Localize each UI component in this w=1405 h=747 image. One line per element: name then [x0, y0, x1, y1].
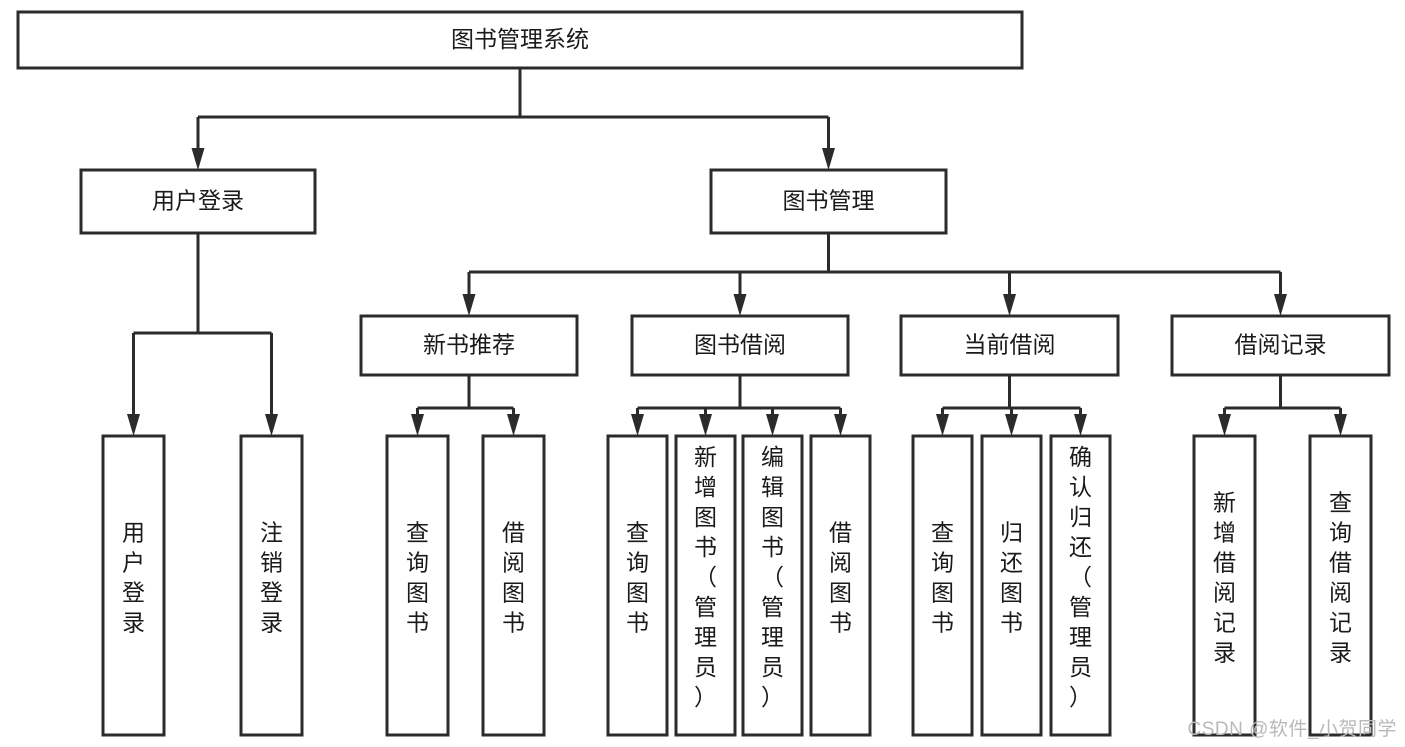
node-leaf-confirm-return[interactable]: 确认归还（管理员） — [1049, 434, 1112, 737]
node-box — [1192, 434, 1257, 737]
node-label: 注销登录 — [260, 520, 283, 636]
node-root[interactable]: 图书管理系统 — [16, 10, 1024, 70]
node-label: 查询图书 — [931, 520, 954, 636]
node-label: 确认归还（管理员） — [1069, 444, 1092, 710]
node-box — [630, 314, 850, 377]
connector-group — [127, 233, 278, 436]
node-leaf-borrow-book-nb[interactable]: 借阅图书 — [481, 434, 546, 737]
node-box — [101, 434, 166, 737]
node-box — [1170, 314, 1391, 377]
nodes-layer: 图书管理系统用户登录图书管理新书推荐图书借阅当前借阅借阅记录用户登录注销登录查询… — [16, 10, 1391, 737]
node-box — [1049, 434, 1112, 737]
arrow-head-icon — [699, 414, 712, 436]
node-box — [911, 434, 974, 737]
arrow-head-icon — [834, 414, 847, 436]
node-box — [481, 434, 546, 737]
arrow-head-icon — [1334, 414, 1347, 436]
node-box — [16, 10, 1024, 70]
node-label: 图书管理系统 — [451, 26, 589, 52]
node-box — [239, 434, 304, 737]
node-box — [809, 434, 872, 737]
node-box — [385, 434, 450, 737]
node-leaf-return-book[interactable]: 归还图书 — [980, 434, 1043, 737]
node-user-login[interactable]: 用户登录 — [79, 168, 317, 235]
node-box — [980, 434, 1043, 737]
arrow-head-icon — [1274, 294, 1287, 316]
arrow-head-icon — [631, 414, 644, 436]
node-label: 查询图书 — [626, 520, 649, 636]
arrow-head-icon — [265, 414, 278, 436]
node-label: 新增借阅记录 — [1213, 490, 1236, 666]
connector-group — [191, 68, 835, 170]
node-new-book-recommend[interactable]: 新书推荐 — [359, 314, 579, 377]
node-label: 新增图书（管理员） — [694, 444, 717, 710]
connector-group — [1218, 375, 1347, 436]
node-box — [899, 314, 1120, 377]
node-label: 借阅记录 — [1235, 332, 1327, 358]
arrow-head-icon — [766, 414, 779, 436]
arrow-head-icon — [1005, 414, 1018, 436]
arrow-head-icon — [822, 148, 835, 170]
arrow-head-icon — [936, 414, 949, 436]
connector-group — [631, 375, 847, 436]
node-leaf-query-book-bb[interactable]: 查询图书 — [606, 434, 669, 737]
node-box — [1308, 434, 1373, 737]
node-box — [359, 314, 579, 377]
node-label: 新书推荐 — [423, 332, 515, 358]
node-leaf-logout[interactable]: 注销登录 — [239, 434, 304, 737]
node-leaf-query-record[interactable]: 查询借阅记录 — [1308, 434, 1373, 737]
node-label: 用户登录 — [122, 520, 145, 636]
node-leaf-query-book-cb[interactable]: 查询图书 — [911, 434, 974, 737]
arrow-head-icon — [191, 148, 205, 170]
node-label: 借阅图书 — [829, 520, 852, 636]
node-leaf-add-record[interactable]: 新增借阅记录 — [1192, 434, 1257, 737]
node-label: 查询借阅记录 — [1329, 490, 1352, 666]
watermark-text: CSDN @软件_小贺同学 — [1187, 719, 1397, 740]
connector-group — [936, 375, 1087, 436]
node-book-manage[interactable]: 图书管理 — [709, 168, 948, 235]
node-label: 用户登录 — [152, 188, 244, 214]
node-leaf-add-book[interactable]: 新增图书（管理员） — [674, 434, 737, 737]
node-label: 归还图书 — [1000, 520, 1023, 636]
node-label: 图书管理 — [783, 188, 875, 214]
node-box — [674, 434, 737, 737]
arrow-head-icon — [507, 414, 520, 436]
arrow-head-icon — [1074, 414, 1087, 436]
arrow-head-icon — [1218, 414, 1231, 436]
arrow-head-icon — [733, 294, 747, 316]
connector-group — [462, 233, 1287, 316]
node-label: 图书借阅 — [694, 332, 786, 358]
node-box — [709, 168, 948, 235]
arrow-head-icon — [411, 414, 424, 436]
node-borrow-record[interactable]: 借阅记录 — [1170, 314, 1391, 377]
arrow-head-icon — [127, 414, 140, 436]
connector-group — [411, 375, 520, 436]
node-box — [79, 168, 317, 235]
edges-layer — [127, 68, 1347, 436]
arrow-head-icon — [1003, 294, 1016, 316]
node-label: 编辑图书（管理员） — [761, 444, 784, 710]
node-box — [741, 434, 804, 737]
node-box — [606, 434, 669, 737]
node-current-borrow[interactable]: 当前借阅 — [899, 314, 1120, 377]
node-leaf-borrow-book-bb[interactable]: 借阅图书 — [809, 434, 872, 737]
node-label: 查询图书 — [406, 520, 429, 636]
node-leaf-edit-book[interactable]: 编辑图书（管理员） — [741, 434, 804, 737]
node-leaf-user-login[interactable]: 用户登录 — [101, 434, 166, 737]
node-leaf-query-book-nb[interactable]: 查询图书 — [385, 434, 450, 737]
node-book-borrow[interactable]: 图书借阅 — [630, 314, 850, 377]
arrow-head-icon — [462, 294, 476, 316]
node-label: 当前借阅 — [964, 332, 1056, 358]
node-label: 借阅图书 — [502, 520, 525, 636]
